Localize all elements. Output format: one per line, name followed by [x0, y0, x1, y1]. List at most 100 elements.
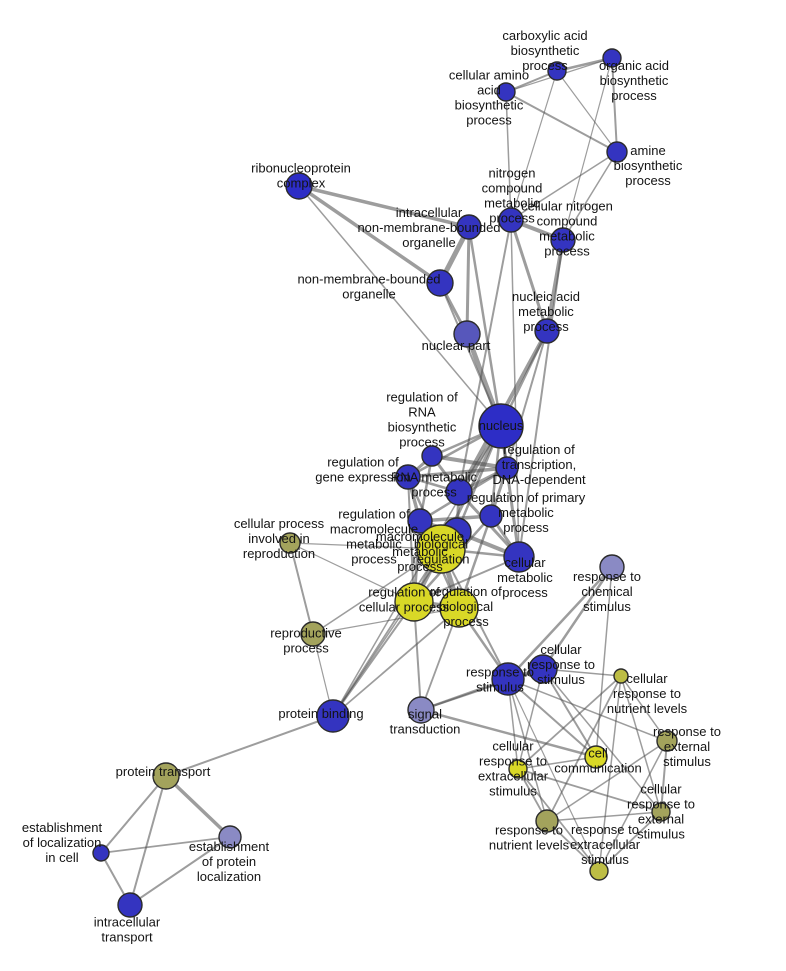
network-node-amino_acid[interactable] — [496, 82, 516, 102]
network-node-rna_metabolic[interactable] — [445, 478, 473, 506]
network-node-intracellular_transport[interactable] — [117, 892, 143, 918]
network-node-cellular_response_external[interactable] — [651, 802, 671, 822]
network-edge-intracellular_organelle--nucleus[interactable] — [467, 225, 503, 428]
network-node-protein_transport[interactable] — [152, 762, 180, 790]
network-edge-reg_gene_expression--reg_cellular_process[interactable] — [407, 476, 415, 603]
network-node-cell_communication[interactable] — [584, 745, 608, 769]
network-edge-cellular_response_stimulus--cellular_response_extracellular[interactable] — [517, 668, 544, 770]
network-node-reg_rna_biosynthesis[interactable] — [421, 445, 443, 467]
network-edge-carboxylic_acid--amine[interactable] — [556, 70, 618, 153]
network-edge-response_stimulus--response_chemical[interactable] — [506, 565, 614, 681]
network-node-amine[interactable] — [606, 141, 628, 163]
network-edge-protein_transport--intracellular_transport[interactable] — [129, 775, 167, 906]
network-edge-response_nutrient--cellular_response_external[interactable] — [546, 811, 662, 822]
network-edge-response_external--response_extracellular[interactable] — [598, 740, 668, 872]
network-node-reg_macromolecule[interactable] — [407, 508, 433, 534]
network-edge-amine--nitrogen_compound[interactable] — [510, 151, 618, 221]
network-node-nmb_organelle[interactable] — [426, 269, 454, 297]
network-edge-nucleic_acid--reg_transcription[interactable] — [506, 330, 548, 469]
network-edge-response_external--cellular_response_external[interactable] — [660, 740, 668, 813]
network-edge-reproductive_process--reg_biological_process[interactable] — [312, 607, 460, 635]
network-edge-response_extracellular--cellular_response_external[interactable] — [598, 811, 662, 872]
network-node-reproductive_process[interactable] — [300, 621, 326, 647]
network-edge-amino_acid--nitrogen_compound[interactable] — [505, 91, 512, 221]
network-edge-response_stimulus--response_extracellular[interactable] — [507, 678, 600, 872]
network-edge-cellular_response_stimulus--cellular_response_external[interactable] — [542, 668, 662, 813]
network-edge-protein_binding--reg_biological_process[interactable] — [332, 607, 460, 717]
network-node-ribonucleoprotein[interactable] — [285, 172, 313, 200]
network-edge-reg_rna_biosynthesis--reg_transcription[interactable] — [430, 454, 509, 470]
network-edge-cellular_response_nutrient--response_external[interactable] — [620, 675, 668, 742]
network-node-response_nutrient[interactable] — [535, 809, 559, 833]
network-node-nucleic_acid[interactable] — [534, 318, 560, 344]
network-node-response_extracellular[interactable] — [589, 861, 609, 881]
network-edge-response_stimulus--cell_communication[interactable] — [507, 678, 597, 758]
network-edge-reproductive_process--biological_regulation[interactable] — [312, 548, 442, 635]
network-edge-est_protein_localization--est_localization_cell[interactable] — [100, 836, 231, 854]
network-edge-nitrogen_compound--rna_metabolic[interactable] — [458, 219, 512, 493]
network-node-response_chemical[interactable] — [599, 554, 625, 580]
network-node-reg_cellular_process[interactable] — [394, 582, 434, 622]
network-node-cellular_metabolic[interactable] — [503, 541, 535, 573]
network-edge-nmb_organelle--nucleus[interactable] — [439, 282, 502, 427]
network-edge-cellular_response_extracellular--cellular_response_external[interactable] — [517, 768, 662, 813]
network-edge-reproduction_cellular--biological_regulation[interactable] — [289, 542, 442, 550]
network-edge-ribonucleoprotein--nmb_organelle[interactable] — [297, 184, 442, 285]
network-node-carboxylic_acid[interactable] — [547, 61, 567, 81]
network-node-cellular_response_extracellular[interactable] — [508, 759, 528, 779]
network-node-reg_primary_metabolic[interactable] — [479, 504, 503, 528]
network-node-nucleus[interactable] — [478, 403, 524, 449]
network-node-est_protein_localization[interactable] — [218, 825, 242, 849]
network-edge-nitrogen_compound--cellular_metabolic[interactable] — [510, 219, 520, 558]
network-edge-est_protein_localization--intracellular_transport[interactable] — [129, 836, 231, 906]
network-node-response_external[interactable] — [656, 730, 678, 752]
network-edge-reg_transcription--reg_gene_expression[interactable] — [406, 466, 509, 479]
network-edge-cellular_response_nutrient--cellular_response_external[interactable] — [620, 675, 662, 813]
network-edge-ribonucleoprotein--nucleus[interactable] — [298, 185, 502, 427]
network-edge-cellular_response_stimulus--response_chemical[interactable] — [541, 565, 614, 671]
network-edge-nitrogen_compound--nucleic_acid[interactable] — [509, 218, 549, 333]
network-node-cellular_response_nutrient[interactable] — [613, 668, 629, 684]
network-node-reg_biological_process[interactable] — [439, 588, 479, 628]
network-node-protein_binding[interactable] — [316, 699, 350, 733]
network-node-cellular_response_stimulus[interactable] — [528, 654, 558, 684]
network-edge-amino_acid--amine[interactable] — [505, 91, 618, 153]
network-edge-cellular_response_nutrient--response_extracellular[interactable] — [598, 675, 622, 872]
network-edge-response_nutrient--response_extracellular[interactable] — [546, 820, 600, 872]
network-edge-protein_transport--est_localization_cell[interactable] — [100, 775, 167, 854]
network-node-cellular_nitrogen[interactable] — [550, 227, 576, 253]
network-edge-protein_binding--nucleus[interactable] — [332, 425, 502, 717]
network-edge-ribonucleoprotein--intracellular_organelle[interactable] — [297, 184, 471, 229]
network-edge-cellular_response_nutrient--cellular_response_extracellular[interactable] — [517, 675, 622, 770]
network-node-nitrogen_compound[interactable] — [498, 207, 524, 233]
network-edge-cell_communication--response_chemical[interactable] — [595, 566, 613, 758]
network-edge-reproduction_cellular--reg_cellular_process[interactable] — [289, 542, 415, 603]
network-edge-cellular_response_nutrient--response_nutrient[interactable] — [546, 675, 622, 822]
network-node-biological_regulation[interactable] — [416, 524, 466, 574]
network-edge-cellular_response_extracellular--cell_communication[interactable] — [517, 756, 597, 770]
network-edge-organic_acid--cellular_nitrogen[interactable] — [562, 57, 613, 241]
network-node-nuclear_part[interactable] — [453, 320, 481, 348]
network-edge-protein_transport--est_protein_localization[interactable] — [164, 774, 232, 839]
network-edge-amine--cellular_nitrogen[interactable] — [562, 151, 618, 241]
network-edge-reproduction_cellular--reproductive_process[interactable] — [289, 542, 314, 635]
network-edge-protein_binding--protein_transport[interactable] — [165, 715, 334, 777]
network-edge-cell_communication--signal_transduction[interactable] — [419, 708, 598, 759]
network-edge-organic_acid--amine[interactable] — [611, 57, 618, 153]
network-node-est_localization_cell[interactable] — [92, 844, 110, 862]
network-node-reg_transcription[interactable] — [495, 456, 519, 480]
network-node-reproduction_cellular[interactable] — [279, 532, 301, 554]
network-node-reg_gene_expression[interactable] — [395, 464, 421, 490]
network-edge-intracellular_organelle--nuclear_part[interactable] — [465, 225, 471, 336]
network-node-intracellular_organelle[interactable] — [456, 214, 482, 240]
network-edge-cellular_nitrogen--cellular_metabolic[interactable] — [518, 239, 564, 558]
network-node-organic_acid[interactable] — [602, 48, 622, 68]
network-edge-response_external--response_nutrient[interactable] — [546, 740, 668, 822]
network-node-response_stimulus[interactable] — [491, 662, 525, 696]
network-edge-response_stimulus--response_external[interactable] — [507, 678, 668, 742]
network-node-signal_transduction[interactable] — [407, 696, 435, 724]
network-edge-carboxylic_acid--nitrogen_compound[interactable] — [510, 70, 558, 221]
